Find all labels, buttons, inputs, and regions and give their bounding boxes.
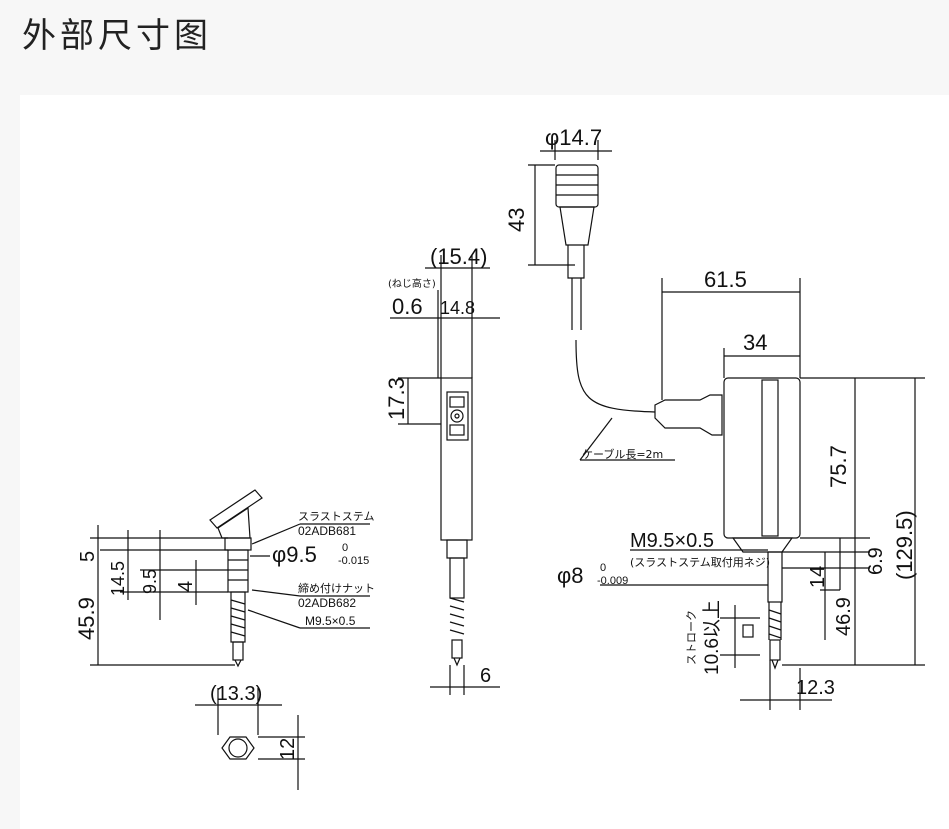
width-total-label: 61.5	[704, 267, 747, 292]
side-view	[390, 255, 500, 695]
dim-4-label: 4	[175, 581, 197, 592]
diameter95-label: φ9.5	[272, 542, 317, 567]
page-title: 外部尺寸图	[22, 16, 212, 56]
hex-height-label: 12	[277, 738, 299, 760]
diameter95-lower-tol: -0.015	[338, 555, 369, 567]
height-total-label: (129.5)	[892, 510, 917, 580]
thread-main-label: M9.5×0.5	[630, 530, 714, 552]
drawing-panel	[20, 95, 949, 829]
lower-6-9-label: 6.9	[865, 547, 887, 575]
thrust-stem-label: スラストステム	[298, 510, 374, 523]
stroke-value: 10.6以上	[701, 600, 723, 675]
height-17-3-label: 17.3	[384, 377, 409, 420]
hex-width-label: (13.3)	[210, 683, 262, 705]
diameter8-upper-tol: 0	[600, 562, 606, 574]
left-view	[90, 489, 370, 790]
nut-label: 締め付けナット	[298, 581, 375, 595]
screw-height-label: (ねじ高さ)	[388, 277, 436, 290]
stem-width-label: 12.3	[796, 677, 835, 699]
side-total-width-label: (15.4)	[430, 244, 487, 269]
dim-14-5-label: 14.5	[108, 561, 128, 596]
height-body-label: 75.7	[826, 445, 851, 488]
thread-small-label: M9.5×0.5	[305, 614, 356, 628]
dim-5-label: 5	[77, 551, 99, 562]
lower-46-9-label: 46.9	[833, 597, 855, 636]
diameter95-upper-tol: 0	[342, 542, 348, 554]
cable-length-label: ケーブル長=2m	[582, 447, 663, 461]
diameter8-lower-tol: -0.009	[597, 575, 628, 587]
lower-14-label: 14	[807, 566, 829, 588]
nut-part: 02ADB682	[298, 596, 356, 610]
thread-sub-label: (スラストステム取付用ネジ)	[630, 556, 770, 569]
width-body-label: 34	[743, 330, 767, 355]
dim-9-5-label: 9.5	[140, 569, 160, 594]
diameter8-label: φ8	[557, 563, 584, 588]
connector-length-label: 43	[504, 208, 529, 232]
dim-0-6-label: 0.6	[392, 294, 423, 319]
thrust-stem-part: 02ADB681	[298, 524, 356, 538]
main-body	[600, 278, 925, 710]
connector-cable	[528, 140, 723, 461]
stroke-label: ストローク	[685, 610, 698, 665]
dim-14-8-label: 14.8	[440, 298, 475, 318]
cable-diameter-label: φ14.7	[545, 125, 602, 150]
dim-45-9-label: 45.9	[74, 597, 99, 640]
tip-6-label: 6	[480, 665, 491, 687]
